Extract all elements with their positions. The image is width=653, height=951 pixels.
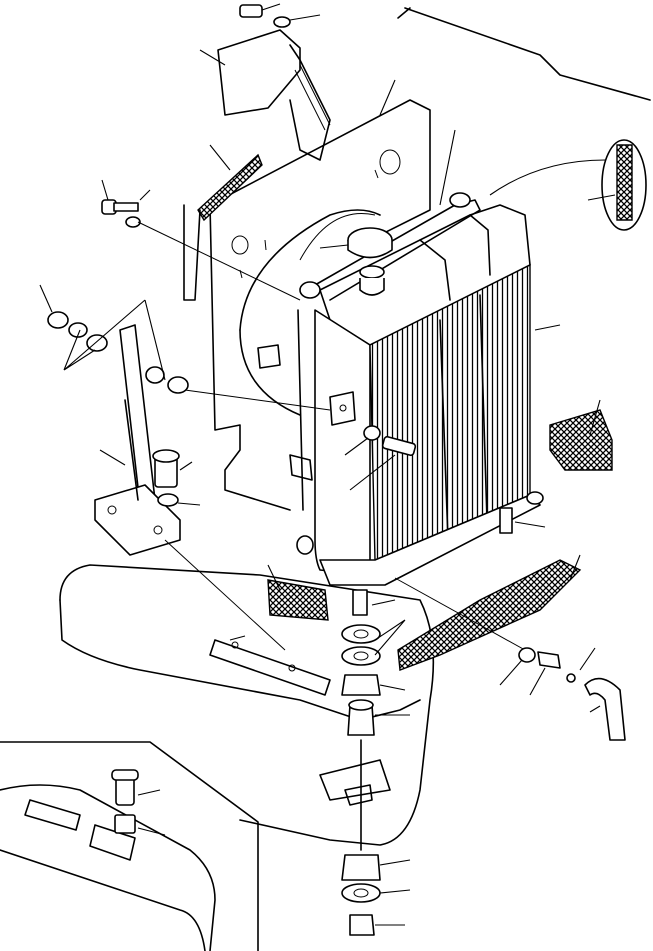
right-foam-pad: [549, 409, 613, 471]
detail-seal-section: [616, 144, 633, 221]
detail-inset: [0, 741, 259, 951]
mount-icon: [341, 589, 411, 936]
bottom-foam-strip: [397, 559, 582, 671]
bracket-icon: [94, 324, 286, 651]
mount-nut-icon: [47, 311, 69, 329]
bolt-icon: [39, 179, 417, 491]
top-washer-icon: [273, 16, 291, 28]
plate-icon: [209, 79, 431, 511]
washer-icon: [125, 216, 141, 228]
top-bolt-icon: [239, 4, 263, 18]
radiator-icon: [257, 129, 561, 586]
seal-icon: [183, 139, 647, 671]
bracket-washer-icon: [157, 493, 179, 507]
hose-icon: [584, 677, 626, 741]
machine-frame: [397, 7, 651, 101]
lower-foam-pad: [267, 579, 329, 621]
cap-icon: [299, 213, 393, 296]
inset-nut-icon: [114, 814, 136, 834]
grille-icon: [199, 3, 331, 161]
valve-icon: [394, 507, 596, 696]
